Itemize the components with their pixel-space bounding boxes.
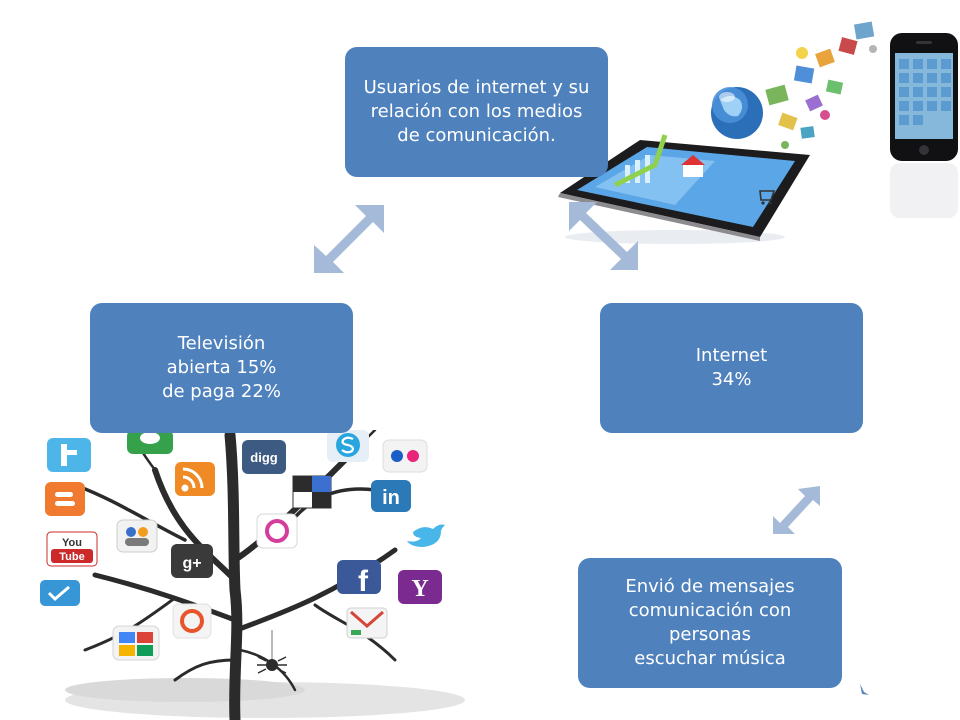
google-plus-icon: g+	[171, 544, 213, 578]
skype-icon	[327, 430, 369, 462]
gmail-icon	[346, 607, 388, 639]
facebook-logo-text: f	[358, 565, 369, 598]
node-text-line: de comunicación.	[397, 125, 556, 146]
social-media-tree-image: digg in You Tube g+	[40, 430, 465, 720]
corner-mark	[860, 684, 869, 695]
node-text-line: relación con los medios	[370, 101, 583, 122]
linkedin-logo-text: in	[382, 487, 400, 509]
node-text-line: abierta 15%	[166, 357, 277, 378]
node-internet-users: Usuarios de internet y su relación con l…	[345, 47, 608, 177]
youtube-logo-text-top: You	[62, 537, 82, 549]
node-text-line: comunicación con	[628, 600, 792, 621]
node-text-line: Televisión	[177, 333, 266, 354]
node-text-line: Internet	[695, 345, 768, 366]
google-plus-logo-text: g+	[182, 555, 201, 572]
tablet-image	[558, 134, 810, 241]
youtube-icon: You Tube	[46, 531, 98, 567]
node-text-line: Usuarios de internet y su	[363, 77, 590, 98]
digg-icon: digg	[242, 440, 286, 474]
blogger-icon	[45, 482, 85, 516]
globe-icon	[711, 87, 763, 139]
orkut-icon	[256, 513, 298, 549]
tablet-smartphone-image	[558, 21, 958, 244]
double-arrow-top-left	[314, 205, 384, 273]
delicious-icon	[292, 475, 332, 509]
spider-icon	[257, 630, 287, 674]
double-arrow-top-right	[569, 202, 638, 270]
yahoo-icon: Y	[398, 570, 442, 604]
facebook-icon: f	[337, 560, 381, 598]
rss-icon	[175, 462, 215, 496]
google-icon	[112, 625, 160, 661]
flickr-icon	[382, 439, 428, 473]
node-text-line: Envió de mensajes	[625, 576, 795, 597]
wechat-icon	[127, 430, 173, 454]
floating-images	[765, 21, 877, 149]
twitter-bird-icon	[407, 524, 445, 547]
twitter-icon	[47, 438, 91, 472]
delicious-people-icon	[116, 519, 158, 553]
linkedin-icon: in	[371, 480, 411, 512]
node-text-line: personas	[668, 624, 752, 645]
hootsuite-icon	[40, 580, 80, 606]
stumbleupon-icon	[172, 603, 212, 639]
double-arrow-bottom-right	[773, 486, 820, 534]
node-text-line: escuchar música	[634, 648, 786, 669]
digg-logo-text: digg	[250, 450, 277, 465]
node-internet: Internet 34%	[600, 303, 863, 433]
node-text-line: 34%	[711, 369, 752, 390]
yahoo-logo-text: Y	[411, 576, 428, 602]
node-television: Televisión abierta 15% de paga 22%	[90, 303, 353, 433]
shopping-cart-icon	[759, 190, 776, 205]
youtube-logo-text-bottom: Tube	[59, 551, 84, 563]
node-text-line: de paga 22%	[162, 381, 281, 402]
node-internet-uses: Envió de mensajes comunicación con perso…	[578, 558, 842, 688]
smartphone-image	[890, 33, 958, 218]
